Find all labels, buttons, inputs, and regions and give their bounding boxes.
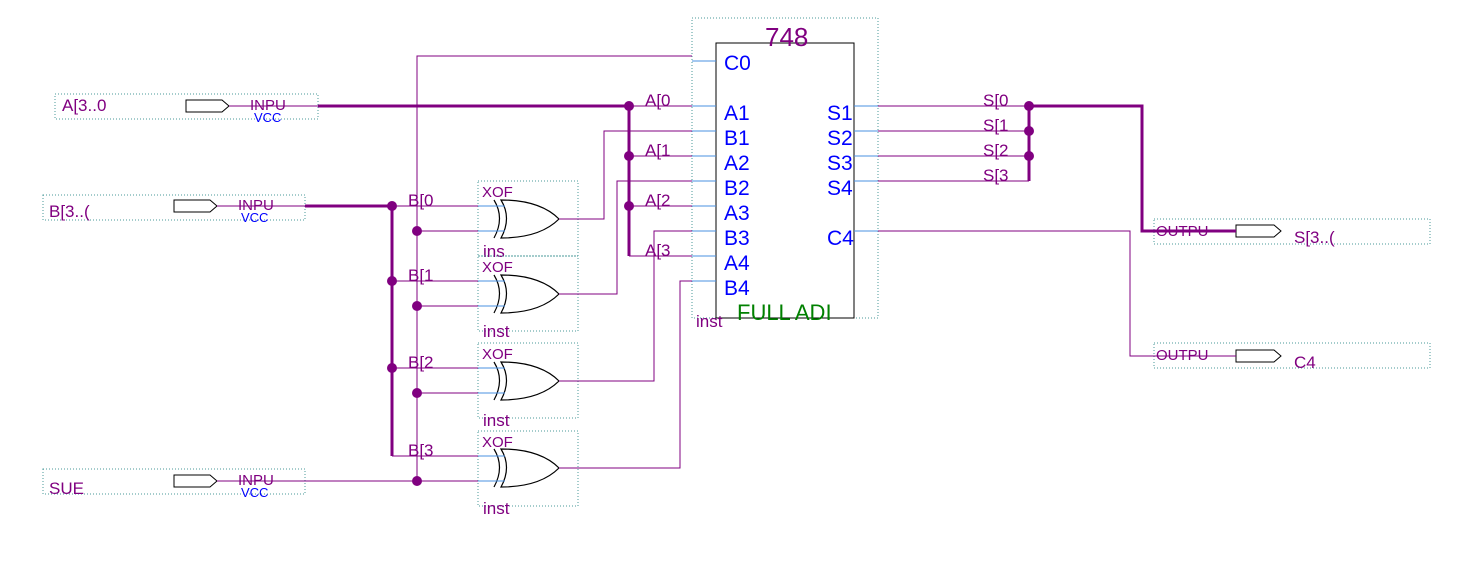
- wires: [305, 55, 1236, 486]
- output-c4-port-icon: [1235, 349, 1282, 363]
- input-sub-type: INPU: [238, 472, 274, 489]
- xor-gate-3[interactable]: XOF inst: [477, 430, 579, 518]
- input-sub-vcc: VCC: [241, 485, 268, 500]
- net-s1: S[1: [983, 116, 1009, 135]
- adder-part-number: 748: [765, 22, 808, 52]
- adder-pin-a4: A4: [724, 252, 750, 275]
- net-s2: S[2: [983, 141, 1009, 160]
- input-a-type: INPU: [250, 97, 286, 114]
- input-sub-name: SUE: [49, 479, 84, 498]
- xor-2-symbol-icon: [499, 361, 560, 401]
- adder-pin-a1: A1: [724, 102, 750, 125]
- adder-pin-s1: S1: [827, 102, 853, 125]
- net-s0: S[0: [983, 91, 1009, 110]
- xor-3-title: XOF: [482, 434, 513, 451]
- xor-3-symbol-icon: [499, 448, 560, 488]
- net-b0: B[0: [408, 191, 434, 210]
- adder-pin-s4: S4: [827, 177, 853, 200]
- full-adder-body: [715, 42, 855, 319]
- output-c4-name: C4: [1294, 353, 1316, 372]
- adder-pin-b4: B4: [724, 277, 750, 300]
- net-a0: A[0: [645, 91, 671, 110]
- adder-pin-c0: C0: [724, 52, 751, 75]
- net-s3: S[3: [983, 166, 1009, 185]
- input-pin-b[interactable]: B[3..( INPU VCC: [42, 194, 306, 225]
- xor-gate-0[interactable]: XOF ins: [477, 180, 579, 261]
- xor-0-symbol-icon: [499, 199, 560, 239]
- net-a2: A[2: [645, 191, 671, 210]
- adder-instance-label: inst: [696, 312, 723, 331]
- adder-pin-s3: S3: [827, 152, 853, 175]
- full-adder-block[interactable]: 748 FULL ADI inst C0 A1 B1 A2 B2 A3 B3 A…: [691, 17, 879, 331]
- xor-2-title: XOF: [482, 346, 513, 363]
- input-pin-a[interactable]: A[3..0 INPU VCC: [54, 93, 319, 125]
- adder-pin-b1: B1: [724, 127, 750, 150]
- output-s-port-icon: [1235, 224, 1282, 238]
- xor-gate-2[interactable]: XOF inst: [477, 342, 579, 430]
- adder-pin-s2: S2: [827, 127, 853, 150]
- input-sub-port-icon: [173, 474, 218, 488]
- input-b-vcc: VCC: [241, 210, 268, 225]
- net-b1: B[1: [408, 266, 434, 285]
- xor-gate-1[interactable]: XOF inst: [477, 255, 579, 341]
- output-s-name: S[3..(: [1294, 228, 1335, 247]
- net-a3: A[3: [645, 241, 671, 260]
- output-pin-s[interactable]: OUTPU S[3..(: [1153, 218, 1431, 247]
- xor-0-title: XOF: [482, 184, 513, 201]
- input-b-name: B[3..(: [49, 202, 90, 221]
- net-b3: B[3: [408, 441, 434, 460]
- xor-1-title: XOF: [482, 259, 513, 276]
- net-labels: A[0 A[1 A[2 A[3 B[0 B[1 B[2 B[3 S[0 S[1 …: [408, 91, 1009, 460]
- adder-block-name: FULL ADI: [737, 300, 832, 325]
- net-b2: B[2: [408, 353, 434, 372]
- input-b-type: INPU: [238, 197, 274, 214]
- adder-pin-b3: B3: [724, 227, 750, 250]
- xor-1-inst: inst: [483, 322, 510, 341]
- xor-2-inst: inst: [483, 411, 510, 430]
- input-a-vcc: VCC: [254, 110, 281, 125]
- adder-pin-b2: B2: [724, 177, 750, 200]
- input-pin-sub[interactable]: SUE INPU VCC: [42, 468, 306, 500]
- input-a-port-icon: [185, 99, 230, 113]
- output-pin-c4[interactable]: OUTPU C4: [1153, 342, 1431, 372]
- adder-pin-a3: A3: [724, 202, 750, 225]
- input-b-port-icon: [173, 199, 218, 213]
- adder-pin-c4: C4: [827, 227, 854, 250]
- net-a1: A[1: [645, 141, 671, 160]
- adder-pin-a2: A2: [724, 152, 750, 175]
- xor-3-inst: inst: [483, 499, 510, 518]
- input-a-name: A[3..0: [62, 96, 106, 115]
- xor-1-symbol-icon: [499, 274, 560, 314]
